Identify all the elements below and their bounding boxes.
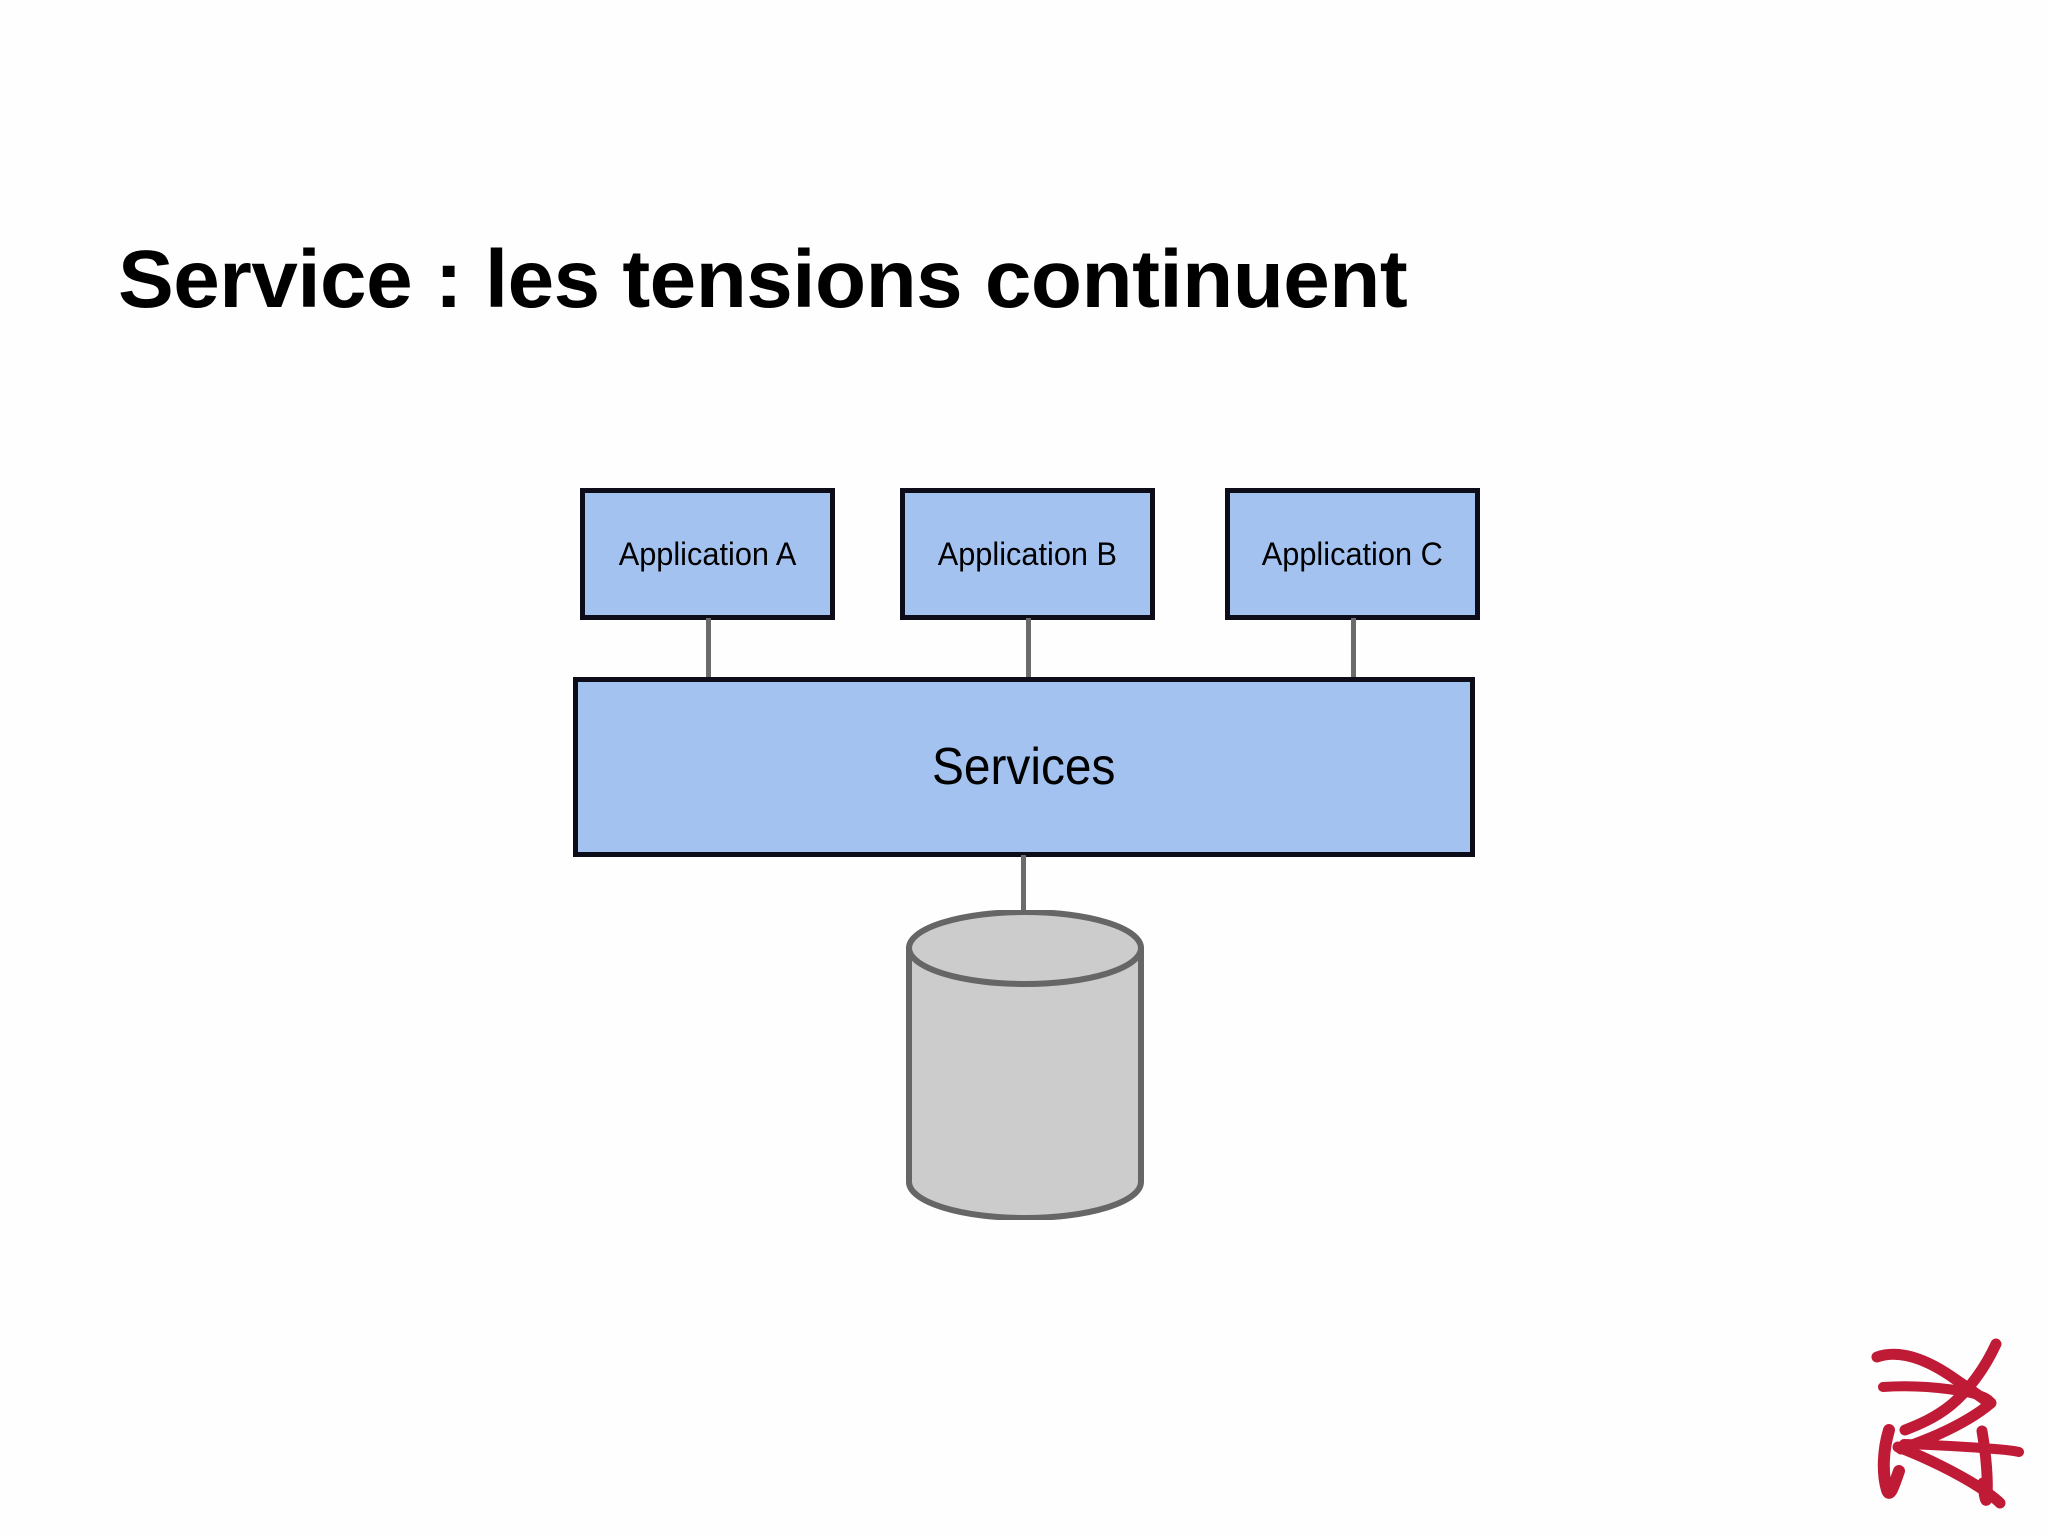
connector-application-a-to-services [706,618,711,679]
application-b-label: Application B [937,535,1118,572]
services-layer-box[interactable]: Services [573,677,1475,857]
application-c-box[interactable]: Application C [1225,488,1480,620]
database-cylinder-body [906,945,1144,1220]
application-c-label: Application C [1261,535,1443,572]
services-layer-label: Services [932,738,1116,796]
page-title: Service : les tensions continuent [118,233,1408,325]
connector-application-b-to-services [1026,618,1031,679]
database-cylinder-icon[interactable] [905,910,1145,1220]
connector-application-c-to-services [1351,618,1356,679]
connector-services-to-database [1021,855,1026,921]
application-b-box[interactable]: Application B [900,488,1155,620]
application-a-box[interactable]: Application A [580,488,835,620]
signature-mark [1871,1338,2024,1509]
database-cylinder-top [906,910,1144,987]
application-a-label: Application A [618,535,797,572]
